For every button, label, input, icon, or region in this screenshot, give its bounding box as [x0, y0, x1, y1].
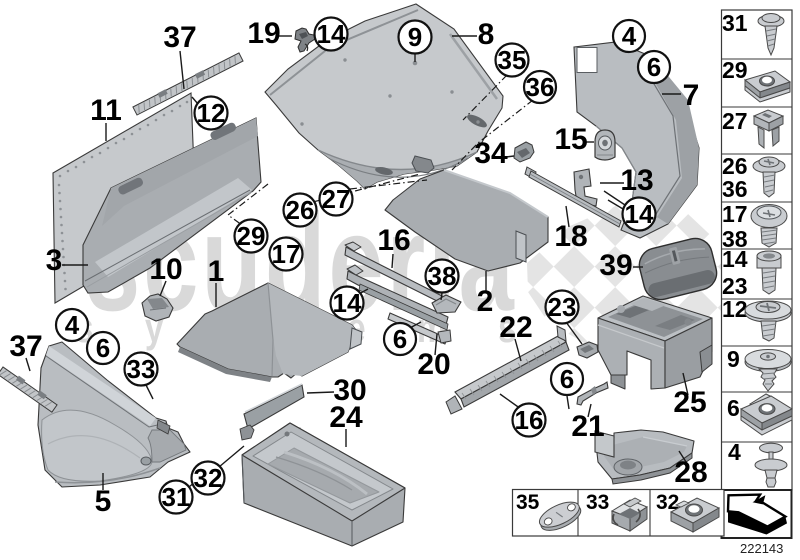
svg-text:36: 36 [722, 176, 748, 202]
svg-text:4: 4 [65, 310, 80, 340]
svg-text:30: 30 [333, 374, 366, 407]
svg-text:12: 12 [722, 296, 748, 322]
svg-text:23: 23 [722, 273, 748, 299]
svg-text:222143: 222143 [740, 541, 783, 556]
svg-text:16: 16 [377, 224, 410, 257]
svg-text:14: 14 [333, 288, 362, 318]
svg-text:26: 26 [722, 153, 748, 179]
svg-text:19: 19 [247, 17, 280, 50]
svg-text:14: 14 [722, 246, 748, 272]
svg-text:26: 26 [286, 195, 315, 225]
svg-text:11: 11 [90, 94, 122, 127]
svg-text:22: 22 [499, 311, 532, 344]
svg-text:8: 8 [478, 18, 495, 51]
svg-text:34: 34 [474, 137, 508, 170]
svg-text:29: 29 [722, 57, 748, 83]
svg-text:39: 39 [599, 249, 632, 282]
svg-text:29: 29 [237, 221, 266, 251]
svg-text:25: 25 [673, 386, 706, 419]
svg-text:9: 9 [727, 346, 740, 372]
svg-text:1: 1 [208, 255, 225, 288]
svg-text:28: 28 [674, 456, 707, 489]
svg-text:7: 7 [683, 79, 700, 112]
svg-text:16: 16 [515, 405, 544, 435]
svg-text:35: 35 [516, 491, 540, 514]
svg-text:6: 6 [647, 52, 661, 82]
svg-text:27: 27 [322, 184, 351, 214]
svg-text:23: 23 [548, 292, 577, 322]
svg-text:31: 31 [162, 482, 191, 512]
svg-text:18: 18 [554, 220, 587, 253]
svg-text:6: 6 [727, 395, 740, 421]
svg-text:17: 17 [722, 201, 748, 227]
svg-text:5: 5 [95, 485, 112, 518]
svg-text:37: 37 [163, 21, 196, 54]
svg-text:27: 27 [722, 108, 748, 134]
svg-text:6: 6 [96, 333, 110, 363]
svg-text:38: 38 [428, 261, 457, 291]
svg-text:33: 33 [127, 354, 156, 384]
svg-text:38: 38 [722, 226, 748, 252]
svg-text:13: 13 [620, 164, 653, 197]
svg-text:6: 6 [560, 364, 574, 394]
svg-text:14: 14 [625, 199, 654, 229]
svg-text:9: 9 [408, 22, 422, 52]
svg-text:32: 32 [194, 463, 223, 493]
svg-text:2: 2 [477, 285, 494, 318]
svg-text:24: 24 [329, 401, 363, 434]
svg-text:10: 10 [149, 253, 182, 286]
svg-text:35: 35 [498, 45, 527, 75]
svg-text:37: 37 [9, 330, 42, 363]
svg-text:33: 33 [586, 491, 609, 514]
svg-text:32: 32 [656, 491, 679, 514]
svg-text:4: 4 [622, 21, 637, 51]
svg-text:14: 14 [317, 19, 346, 49]
svg-text:20: 20 [417, 348, 450, 381]
svg-text:15: 15 [554, 123, 587, 156]
svg-text:17: 17 [272, 239, 301, 269]
svg-text:12: 12 [197, 98, 226, 128]
svg-text:3: 3 [46, 244, 63, 277]
svg-text:4: 4 [728, 439, 741, 465]
svg-text:36: 36 [526, 72, 555, 102]
svg-text:31: 31 [722, 10, 748, 36]
svg-text:6: 6 [393, 324, 407, 354]
svg-text:21: 21 [571, 410, 604, 443]
